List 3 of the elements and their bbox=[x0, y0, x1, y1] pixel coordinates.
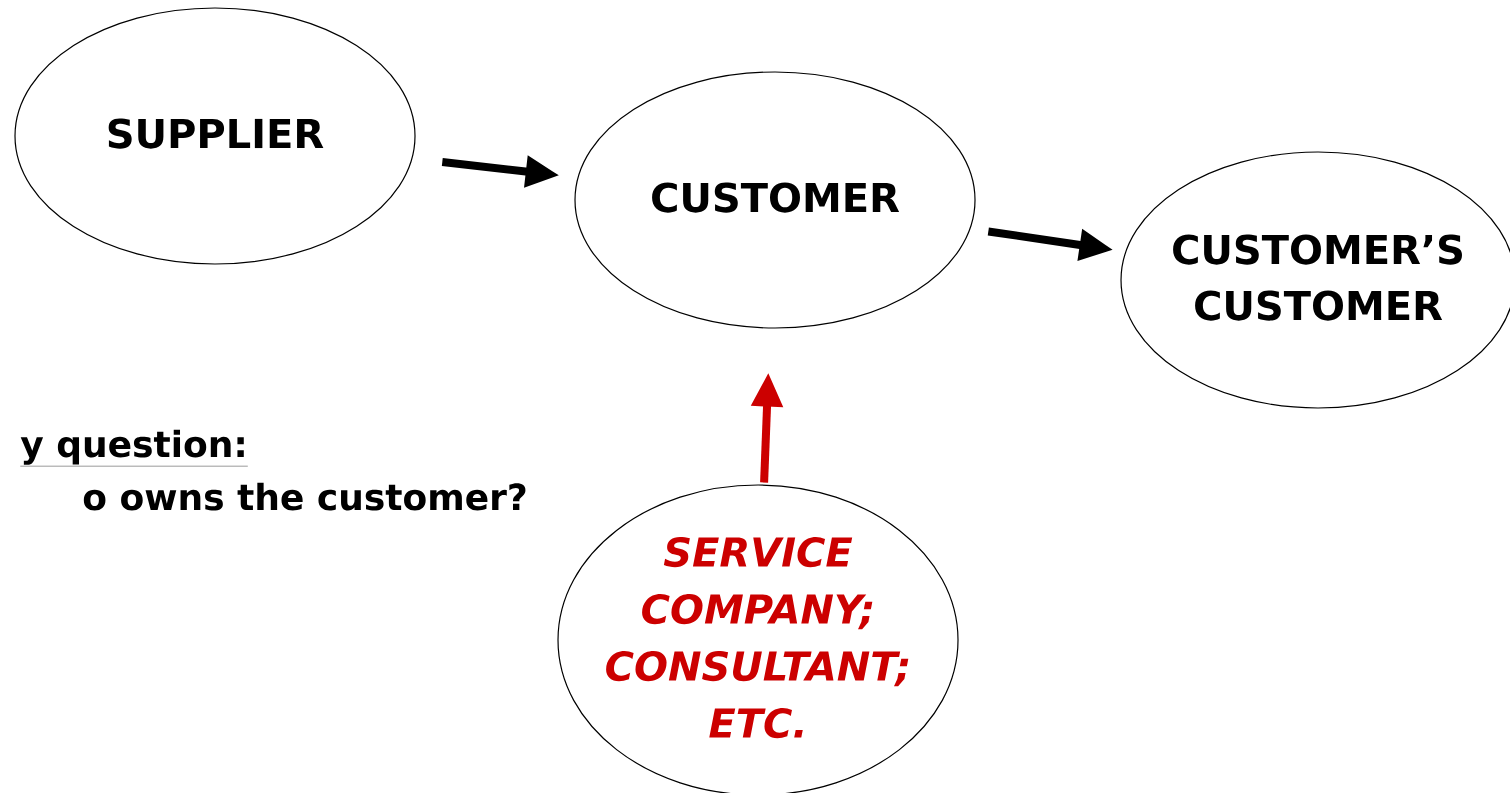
ellipse-node: CUSTOMER bbox=[574, 71, 976, 329]
ellipse-node: SUPPLIER bbox=[14, 7, 416, 265]
question-text: y question: bbox=[20, 429, 248, 467]
